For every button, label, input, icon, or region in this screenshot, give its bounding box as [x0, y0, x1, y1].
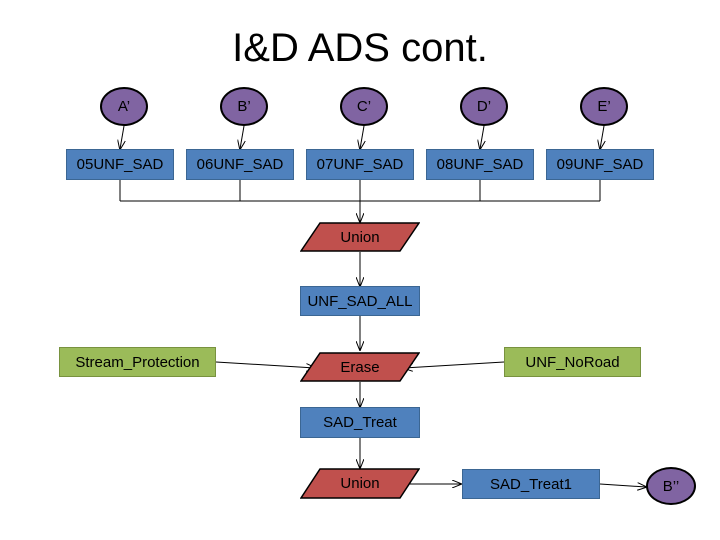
layer-box-08unf-sad: 08UNF_SAD [426, 149, 534, 180]
stream-protection-box: Stream_Protection [59, 347, 216, 377]
erase-tool: Erase [300, 352, 420, 382]
slide-title: I&D ADS cont. [232, 26, 488, 70]
layer-label-08: 08UNF_SAD [436, 156, 524, 173]
input-connector-d: D’ [460, 87, 508, 126]
unf-sad-all-label: UNF_SAD_ALL [307, 292, 413, 310]
input-connector-e-label: E’ [597, 98, 611, 115]
sad-treat-label: SAD_Treat [323, 414, 397, 431]
erase-tool-label: Erase [340, 358, 380, 376]
layer-label-06: 06UNF_SAD [196, 156, 284, 173]
layer-box-06unf-sad: 06UNF_SAD [186, 149, 294, 180]
union-tool-1-label: Union [340, 228, 380, 246]
input-connector-a: A’ [100, 87, 148, 126]
layer-box-09unf-sad: 09UNF_SAD [546, 149, 654, 180]
input-connector-d-label: D’ [476, 98, 492, 115]
unf-sad-all-box: UNF_SAD_ALL [300, 286, 420, 316]
input-connector-e: E’ [580, 87, 628, 126]
sad-treat-box: SAD_Treat [300, 407, 420, 438]
sad-treat1-box: SAD_Treat1 [462, 469, 600, 499]
output-connector-b-label: B’’ [662, 477, 680, 495]
sad-treat1-label: SAD_Treat1 [490, 475, 572, 493]
input-connector-c: C’ [340, 87, 388, 126]
erase-tool-shape [300, 352, 420, 382]
input-connector-b: B’ [220, 87, 268, 126]
union-tool-2: Union [300, 468, 420, 499]
union-tool-2-label: Union [340, 475, 380, 492]
input-connector-c-label: C’ [356, 98, 372, 115]
layer-label-05: 05UNF_SAD [76, 156, 164, 173]
layer-label-07: 07UNF_SAD [316, 156, 404, 173]
input-connector-b-label: B’ [237, 98, 251, 115]
output-connector-b: B’’ [646, 467, 696, 505]
layer-box-07unf-sad: 07UNF_SAD [306, 149, 414, 180]
input-connector-a-label: A’ [117, 98, 131, 115]
union-tool-1-shape [300, 222, 420, 252]
unf-noroad-box: UNF_NoRoad [504, 347, 641, 377]
unf-noroad-label: UNF_NoRoad [525, 353, 620, 371]
stream-protection-label: Stream_Protection [75, 353, 200, 371]
union-tool-2-shape [300, 468, 420, 499]
union-tool-1: Union [300, 222, 420, 252]
layer-label-09: 09UNF_SAD [556, 156, 644, 173]
layer-box-05unf-sad: 05UNF_SAD [66, 149, 174, 180]
